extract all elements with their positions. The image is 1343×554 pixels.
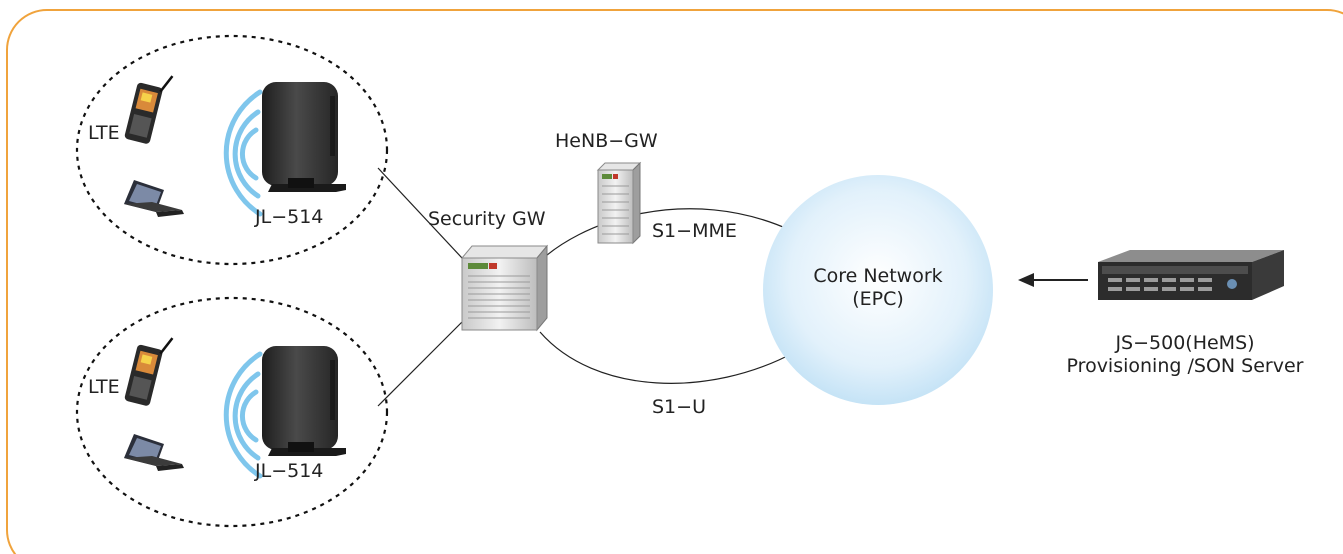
laptop-icon xyxy=(124,180,184,217)
phone-icon xyxy=(124,337,174,406)
cell-boundary-top xyxy=(75,34,389,266)
femtocell-label-top: JL−514 xyxy=(255,206,324,228)
outer-frame xyxy=(6,9,1343,554)
arrow-head-icon xyxy=(1018,273,1034,287)
femtocell-icon xyxy=(262,82,346,192)
core-network-subtitle: (EPC) xyxy=(852,287,904,310)
lte-label-bottom: LTE xyxy=(88,376,120,398)
core-network-title: Core Network xyxy=(813,265,943,287)
server-model-label: JS−500(HeMS) xyxy=(1115,332,1255,354)
bottom-cell-devices xyxy=(124,337,346,479)
core-network-circle xyxy=(763,175,993,405)
server-role-label: Provisioning /SON Server xyxy=(1066,354,1304,377)
s1-u-label: S1−U xyxy=(652,396,706,418)
laptop-icon xyxy=(124,434,184,471)
link-s1-u xyxy=(539,331,796,384)
link-s1-mme xyxy=(532,208,791,269)
top-cell-devices xyxy=(124,75,346,217)
lte-label-top: LTE xyxy=(88,122,120,144)
link-top-cell-to-security-gw xyxy=(377,167,463,259)
henb-gw-server-icon xyxy=(596,161,642,245)
phone-icon xyxy=(124,75,174,144)
s1-mme-label: S1−MME xyxy=(652,220,737,242)
femtocell-label-bottom: JL−514 xyxy=(255,460,324,482)
femtocell-icon xyxy=(262,346,346,456)
signal-waves-icon xyxy=(223,89,263,217)
henb-gw-label: HeNB−GW xyxy=(555,130,658,152)
security-gw-server-icon xyxy=(460,244,549,332)
security-gw-label: Security GW xyxy=(428,208,546,230)
cell-boundary-bottom xyxy=(75,296,389,528)
core-network-label: Core Network (EPC) xyxy=(798,265,958,311)
rack-server-icon xyxy=(1098,250,1284,300)
signal-waves-icon xyxy=(223,351,263,479)
server-label: JS−500(HeMS) Provisioning /SON Server xyxy=(1030,332,1340,378)
link-bottom-cell-to-security-gw xyxy=(377,321,463,407)
